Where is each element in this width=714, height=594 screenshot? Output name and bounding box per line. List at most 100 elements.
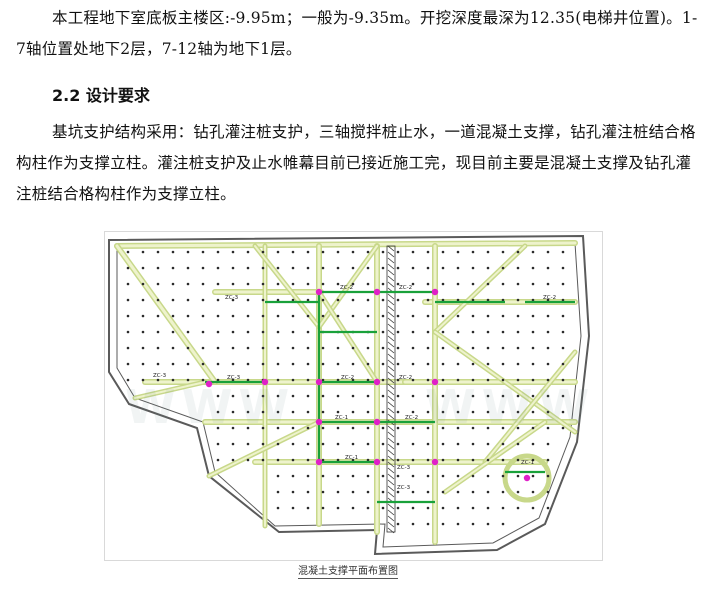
column-dot [501,458,505,462]
column-dot [531,314,535,318]
column-dot [231,282,235,286]
junction-node [261,378,269,386]
column-dot [321,266,325,270]
column-dot [516,250,520,254]
column-dot [231,426,235,430]
column-dot [396,458,400,462]
column-dot [246,394,250,398]
column-dot [516,378,520,382]
column-dot [321,458,325,462]
beam-label: ZC-1 [521,460,534,466]
column-dot [291,330,295,334]
pit-outline [108,234,591,556]
column-dot [306,426,310,430]
column-dot [366,282,370,286]
column-dot [216,346,220,350]
column-dot [336,250,340,254]
column-dot [141,378,145,382]
column-dot [396,282,400,286]
column-dot [516,506,520,510]
column-dot [441,362,445,366]
column-dot [246,442,250,446]
column-dot [231,410,235,414]
column-dot [396,346,400,350]
lattice-hatch [387,299,395,306]
column-dot [561,394,565,398]
column-dot [351,490,355,494]
column-dot [351,378,355,382]
column-dot [531,410,535,414]
column-dot [246,330,250,334]
lattice-hatch [387,263,395,270]
column-dot [351,394,355,398]
column-dot [336,298,340,302]
beam-label: ZC-3 [397,485,411,491]
column-dot [426,442,430,446]
column-dot [351,282,355,286]
lattice-hatch [387,323,395,330]
column-dot [531,330,535,334]
column-dot [336,474,340,478]
column-dot [216,394,220,398]
column-dot [141,362,145,366]
column-dot [516,298,520,302]
column-dot [411,378,415,382]
column-dot [306,394,310,398]
column-dot [546,458,550,462]
column-dot [471,394,475,398]
column-dot [261,426,265,430]
column-dot [291,442,295,446]
column-dot [441,410,445,414]
column-dot [306,282,310,286]
column-dot [351,442,355,446]
lattice-hatch [387,377,395,384]
column-dot [546,298,550,302]
column-dot [486,266,490,270]
column-dot [456,346,460,350]
column-dot [276,314,280,318]
beam-label: ZC-2 [405,415,418,421]
lattice-hatch [387,311,395,318]
column-dot [291,314,295,318]
column-dot [411,394,415,398]
column-dot [486,426,490,430]
lattice-hatch [387,515,395,522]
column-dot [531,362,535,366]
column-dot [171,378,175,382]
column-dot [306,458,310,462]
column-dot [126,362,130,366]
column-dot [486,410,490,414]
column-dot [201,346,205,350]
column-dot [381,426,385,430]
column-dot [366,362,370,366]
column-dot [471,346,475,350]
column-dot [306,266,310,270]
lattice-hatch [387,359,395,366]
column-dot [336,378,340,382]
column-dot [501,282,505,286]
column-dot [486,490,490,494]
column-dot [276,298,280,302]
column-dot [531,506,535,510]
column-dot [396,426,400,430]
strut-band-fill [115,244,217,384]
column-dot [366,346,370,350]
column-dot [456,474,460,478]
column-dot [456,378,460,382]
column-dot [561,378,565,382]
column-dot [261,394,265,398]
lattice-hatch [387,281,395,288]
column-dot [201,330,205,334]
lattice-hatch [387,425,395,432]
column-dot [366,426,370,430]
column-dot [321,282,325,286]
column-dot [246,250,250,254]
column-dot [261,330,265,334]
column-dot [411,362,415,366]
column-dot [486,506,490,510]
ring-beam [502,453,552,503]
column-dot [141,250,145,254]
column-dot [321,506,325,510]
column-dot [366,410,370,414]
column-dot [471,282,475,286]
